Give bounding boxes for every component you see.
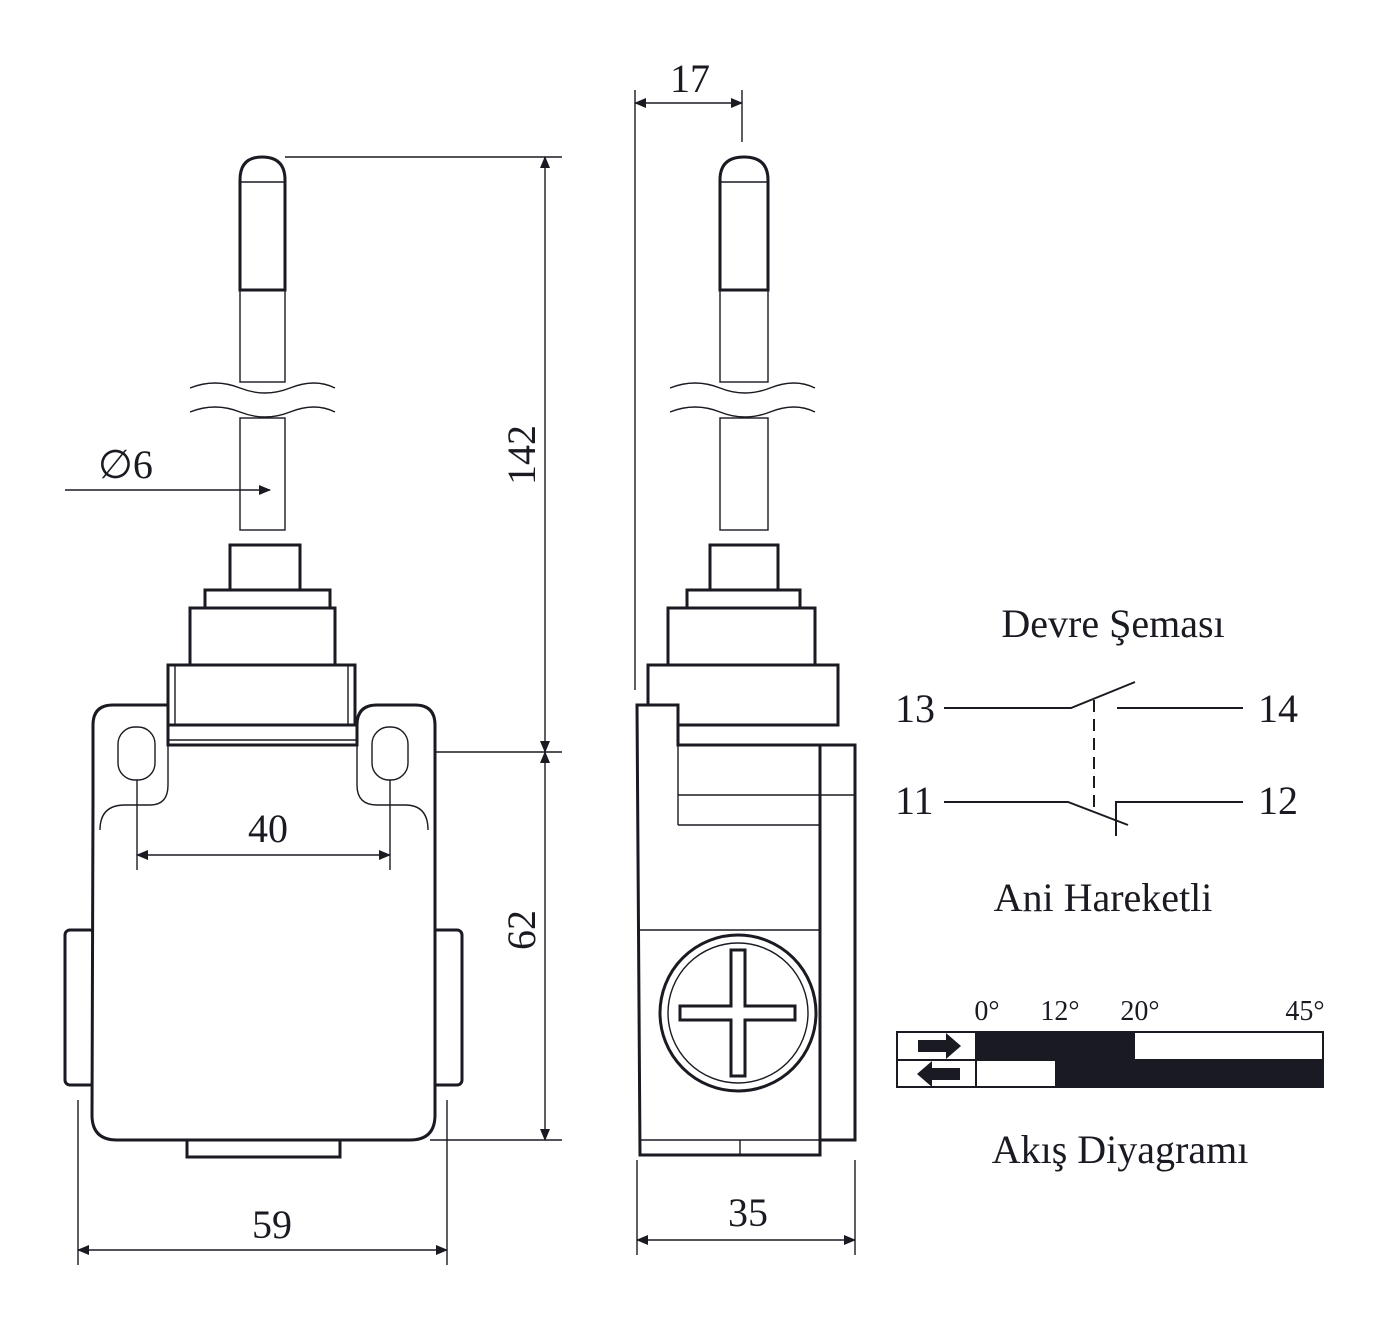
svg-text:17: 17	[670, 56, 710, 101]
svg-text:62: 62	[499, 910, 544, 950]
dimension-62: 62	[430, 751, 562, 1141]
dimension-17: 17	[634, 56, 743, 690]
flow-title: Akış Diyagramı	[992, 1127, 1249, 1172]
svg-text:40: 40	[248, 806, 288, 851]
terminal-14: 14	[1258, 686, 1298, 731]
dimension-diameter: ∅6	[65, 442, 271, 495]
svg-text:59: 59	[252, 1202, 292, 1247]
svg-text:142: 142	[499, 425, 544, 485]
svg-text:45°: 45°	[1285, 996, 1324, 1027]
circuit-diagram: Devre Şeması 13 14 11 12 Ani Hareketli	[895, 601, 1298, 920]
svg-text:12°: 12°	[1040, 996, 1079, 1027]
cable-gland	[658, 933, 818, 1093]
svg-text:35: 35	[728, 1190, 768, 1235]
side-view: 17 35	[634, 56, 857, 1255]
svg-text:0°: 0°	[974, 996, 999, 1027]
terminal-13: 13	[895, 686, 935, 731]
housing	[63, 703, 464, 1159]
dimension-59: 59	[77, 1100, 448, 1265]
circuit-subtitle: Ani Hareketli	[994, 875, 1213, 920]
circuit-title: Devre Şeması	[1001, 601, 1224, 646]
svg-text:∅6: ∅6	[98, 442, 153, 487]
row2-closed-bar	[1055, 1060, 1323, 1087]
dimension-142: 142	[285, 156, 562, 753]
row1-closed-bar	[976, 1032, 1135, 1060]
rod	[189, 155, 336, 531]
front-view: 40 59 142 62 ∅6	[63, 155, 562, 1265]
terminal-12: 12	[1258, 778, 1298, 823]
terminal-11: 11	[895, 778, 934, 823]
dimension-40: 40	[136, 780, 391, 870]
flow-diagram: 0° 12° 20° 45° Akış Diyagramı	[896, 996, 1325, 1172]
svg-text:20°: 20°	[1120, 996, 1159, 1027]
arrow-left-icon	[917, 1061, 960, 1087]
dimension-35: 35	[636, 1160, 856, 1255]
collar	[166, 543, 357, 727]
arrow-right-icon	[918, 1033, 961, 1059]
